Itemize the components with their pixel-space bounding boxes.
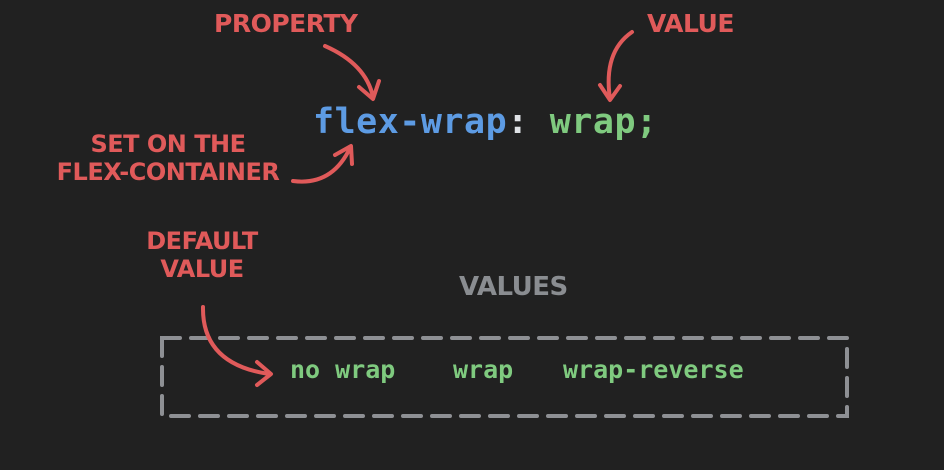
- property-value: wrap: [549, 102, 637, 142]
- default-value-arrow: [200, 305, 273, 387]
- property-name: flex-wrap: [313, 102, 508, 142]
- default-line-2: VALUE: [160, 255, 244, 283]
- property-annotation: PROPERTY: [214, 9, 358, 38]
- value-arrow: [598, 30, 634, 102]
- declaration-colon: :: [507, 102, 529, 142]
- set-on-line-2: FLEX-CONTAINER: [56, 158, 280, 186]
- declaration-semicolon: ;: [636, 102, 658, 142]
- default-value-annotation: DEFAULT VALUE: [140, 227, 264, 283]
- property-arrow: [323, 44, 381, 101]
- value-item-no-wrap: no wrap: [290, 355, 396, 384]
- values-dashed-box: [160, 336, 849, 418]
- set-on-line-1: SET ON THE: [90, 130, 246, 158]
- values-title: VALUES: [459, 272, 568, 302]
- set-on-annotation: SET ON THE FLEX-CONTAINER: [54, 130, 282, 186]
- set-on-arrow: [291, 144, 354, 184]
- default-line-1: DEFAULT: [146, 227, 258, 255]
- value-annotation: VALUE: [647, 9, 734, 38]
- css-declaration: flex-wrap: wrap;: [313, 102, 658, 142]
- value-item-wrap: wrap: [453, 355, 514, 384]
- value-item-wrap-reverse: wrap-reverse: [563, 355, 744, 384]
